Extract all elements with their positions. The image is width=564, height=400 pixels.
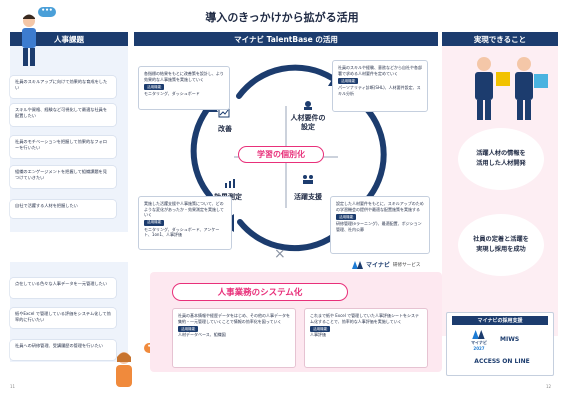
cycle-label-improve: 改善 <box>218 125 232 133</box>
card-text: 実施した活躍支援や人事施策について、どのような変化があったか・効果測定を実施して… <box>144 201 224 217</box>
logo-sub: 研修サービス <box>392 262 421 268</box>
card-support: 設定した人材要件をもとに、スキルアップのための学習機会の提供や最適な配置施策を実… <box>330 196 430 254</box>
header-center: マイナビ TalentBase の活用 <box>134 32 438 46</box>
card-features: 人材データベース、組織図 <box>178 332 226 337</box>
person-orange-illustration <box>116 352 132 387</box>
person-blue-illustration <box>22 14 36 66</box>
card-features: 人事評価 <box>310 332 326 337</box>
requirements-icon <box>304 101 312 110</box>
logo1-bottom: 2027 <box>473 346 485 351</box>
issue-item: 点在している色々な人事データを一元管理したい <box>10 278 116 298</box>
page-number-right: 12 <box>546 384 552 389</box>
page-title: 導入のきっかけから拡がる活用 <box>205 11 359 24</box>
speech-bubble-icon: ••• <box>38 7 56 17</box>
cycle-label-support: 活躍支援 <box>294 193 322 201</box>
system-title: 人事業務のシステム化 <box>172 283 348 301</box>
page-number-left: 11 <box>10 384 16 389</box>
people-puzzle-illustration <box>475 57 548 120</box>
card-features: モニタリング、ダッシュボード <box>144 91 200 96</box>
results-panel <box>442 46 558 336</box>
miws-logo: MIWS <box>500 336 520 343</box>
issue-item: 社員のスキルアップに向けて効果的な育成をしたい <box>10 76 116 98</box>
access-online-logo: ACCESS ON LINE <box>474 358 530 365</box>
effect-icon <box>225 179 235 188</box>
card-text: 社員のスキルや経験、意欲などから自社や各部署で求める人材要件を定めていく <box>338 65 422 76</box>
header-results: 実現できること <box>442 32 558 46</box>
mynavi-mark-icon <box>472 330 485 339</box>
feature-tag: 活用機能 <box>144 84 165 90</box>
mynavi-2027-logo: マイナビ 2027 <box>464 330 494 351</box>
support-title: マイナビの採用支援 <box>452 316 548 325</box>
card-text: 各指標の結果をもとに改善策を設計し、より効果的な人事施策を実施していく <box>144 71 224 82</box>
header-issues: 人事課題 <box>10 32 128 46</box>
system-card-left: 社員の基本情報や経歴データをはじめ、その他の人事データを集約・一元管理していくこ… <box>172 308 296 368</box>
issue-item: 組織のエンゲージメントを把握して組織課題を見つけていきたい <box>10 166 116 188</box>
card-features: モニタリング、ダッシュボード、アンケート、1on1、人事評価 <box>144 226 220 238</box>
feature-tag: 活用機能 <box>144 219 165 226</box>
system-card-right: これまで紙や Excel で管理していた人事評価シートをシステム化することで、効… <box>304 308 428 368</box>
logo1-top: マイナビ <box>471 340 487 345</box>
card-requirements: 社員のスキルや経験、意欲などから自社や各部署で求める人材要件を定めていく 活用機… <box>332 60 428 112</box>
card-effect: 実施した活躍支援や人事施策について、どのような変化があったか・効果測定を実施して… <box>138 196 232 250</box>
card-features: 研修管理(eラーニング)、最適配置、ポジション管理、社内公募 <box>336 221 422 232</box>
mynavi-mark-icon <box>352 260 363 269</box>
result-circle: 社員の定着と活躍を 実現し採用を成功 <box>458 214 544 276</box>
mynavi-logo: マイナビ 研修サービス <box>352 260 420 269</box>
card-text: 社員の基本情報や経歴データをはじめ、その他の人事データを集約・一元管理していくこ… <box>178 313 290 324</box>
card-features: パーソナリティ診断(SHL)、人材要件設定、スキル分析 <box>338 85 421 96</box>
feature-tag: 活用機能 <box>178 326 199 332</box>
result-circle: 活躍人材の情報を 活用した人材開発 <box>458 128 544 190</box>
feature-tag: 活用機能 <box>336 214 357 220</box>
issue-item: スキルや資格、経験など可視化して最適な社員を配置したい <box>10 104 116 126</box>
issue-item: 社員への研修管理、受講履歴の管理を行いたい <box>10 340 116 360</box>
center-learning-pill: 学習の個別化 <box>238 146 324 163</box>
logo-name: マイナビ <box>366 262 390 269</box>
support-icon <box>303 175 313 184</box>
issue-item: 自社で活躍する人材を把握したい <box>10 200 116 218</box>
feature-tag: 活用機能 <box>310 326 331 332</box>
card-text: これまで紙や Excel で管理していた人事評価シートをシステム化することで、効… <box>310 313 420 324</box>
card-improve: 各指標の結果をもとに改善策を設計し、より効果的な人事施策を実施していく 活用機能… <box>138 66 230 110</box>
cross-icon: × <box>274 246 286 262</box>
card-text: 設定した人材要件をもとに、スキルアップのための学習機会の提供や最適な配置施策を実… <box>336 201 424 212</box>
feature-tag: 活用機能 <box>338 78 359 84</box>
cycle-label-requirements: 人材要件の 設定 <box>290 114 326 131</box>
issue-item: 紙やExcel で管理している評価をシステム化して効率的に行いたい <box>10 308 116 328</box>
issue-item: 社員のモチベーションを把握して効果的なフォローを行いたい <box>10 136 116 158</box>
